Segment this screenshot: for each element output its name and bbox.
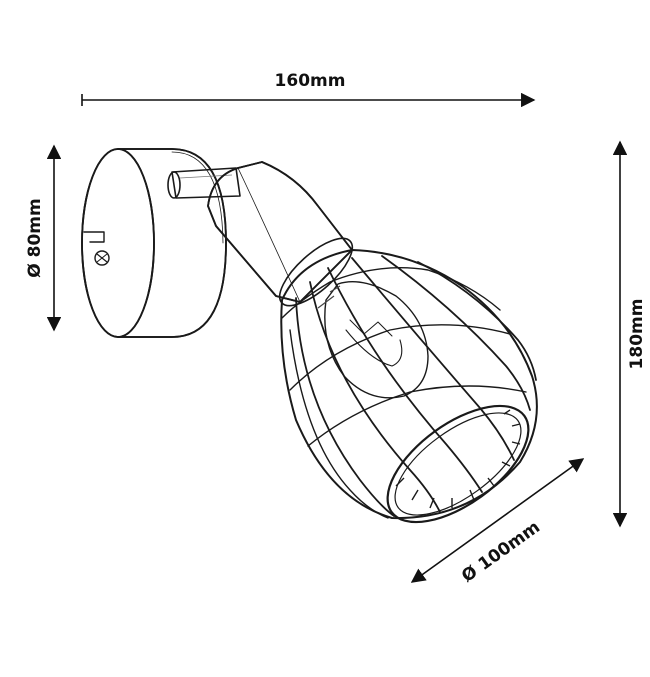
shade-diameter-label: Ø 100mm [458, 517, 544, 587]
width-label: 160mm [275, 71, 346, 91]
height-dimension: 180mm [612, 140, 647, 528]
wall-base-plate [81, 148, 227, 338]
width-dimension: 160mm [81, 71, 536, 108]
shade-diameter-dimension: Ø 100mm [410, 458, 585, 587]
mounting-screw-icon [94, 250, 110, 266]
base-diameter-dimension: Ø 80mm [25, 144, 62, 332]
wire-cage-shade [280, 249, 538, 524]
height-label: 180mm [627, 299, 647, 370]
base-diameter-label: Ø 80mm [25, 198, 45, 277]
light-bulb-icon [317, 281, 429, 399]
